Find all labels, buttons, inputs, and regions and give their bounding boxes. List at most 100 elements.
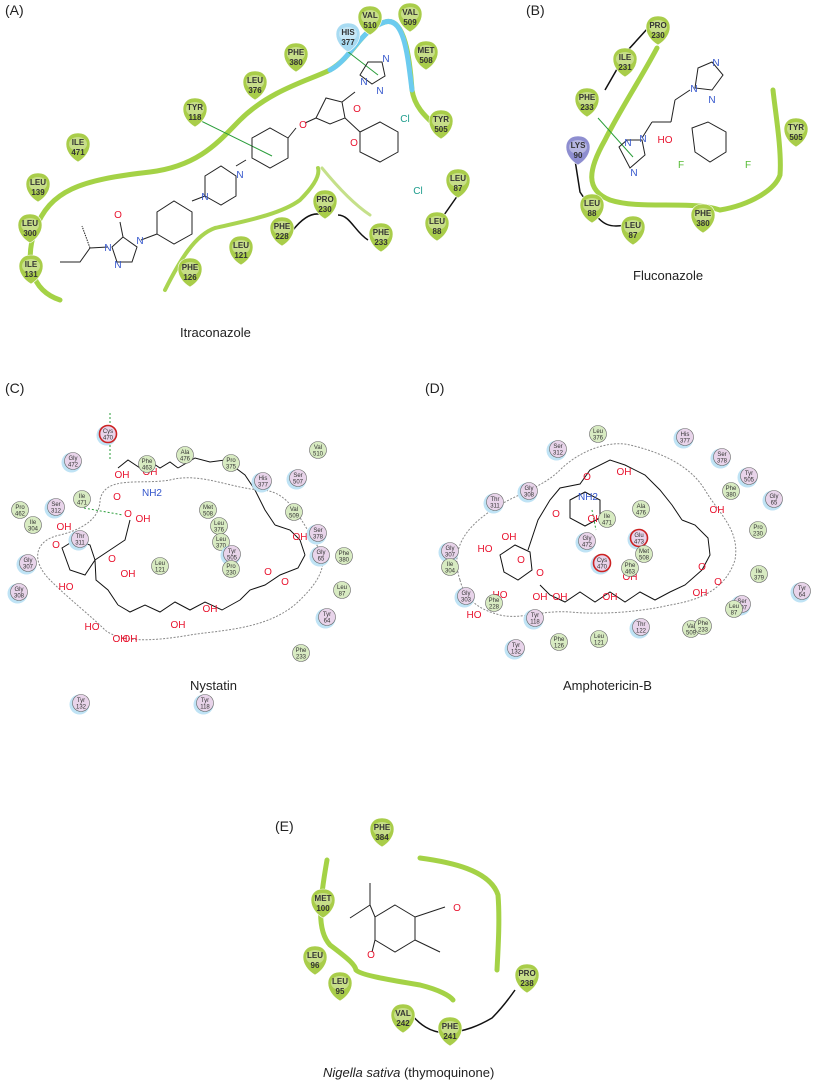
residue-number: 307 xyxy=(23,565,34,571)
atom-label: OH xyxy=(502,532,517,543)
residue-drop xyxy=(368,222,394,253)
residue-name: LEU xyxy=(450,174,466,183)
residue-disc xyxy=(457,587,475,605)
residue-disc xyxy=(309,441,327,459)
ligand-thymoquinone xyxy=(349,883,446,953)
residue-name: Tyr xyxy=(77,698,85,704)
residue-drop xyxy=(310,888,336,919)
residue-number: 233 xyxy=(296,655,307,661)
residue-name: Ile xyxy=(604,514,611,520)
residue-number: 126 xyxy=(554,644,565,650)
residue-number: 65 xyxy=(318,557,325,563)
residue-disc xyxy=(507,639,525,657)
atom-label: O xyxy=(353,104,361,115)
residue-name: Phe xyxy=(726,486,737,492)
residue-name: ILE xyxy=(619,53,632,62)
atom-label: OH xyxy=(693,588,708,599)
residue-disc xyxy=(24,516,42,534)
residue-name: Leu xyxy=(216,537,226,543)
residue-name: TYR xyxy=(187,103,203,112)
atom-label: O xyxy=(367,950,375,961)
residue-disc xyxy=(725,600,743,618)
residue-number: 376 xyxy=(214,528,225,534)
residue-disc xyxy=(254,472,272,490)
residue-name: Ile xyxy=(30,520,37,526)
atom-label: NH2 xyxy=(142,488,162,499)
residue-name: TYR xyxy=(433,115,449,124)
residue-name: Ser xyxy=(717,452,726,458)
residue-number: 473 xyxy=(634,540,645,546)
residue-disc xyxy=(176,446,194,464)
residue-disc xyxy=(578,532,596,550)
residue-drop xyxy=(445,168,471,199)
atom-label: O xyxy=(517,555,525,566)
atom-label: F xyxy=(745,160,751,171)
residue-name: LEU xyxy=(247,76,263,85)
residue-name: Gly xyxy=(446,546,455,552)
caption-compound: (thymoquinone) xyxy=(400,1065,495,1080)
atom-label: O xyxy=(124,509,132,520)
residue-number: 118 xyxy=(200,705,210,711)
residue-name: Ala xyxy=(637,504,646,510)
residue-number: 121 xyxy=(155,568,166,574)
residue-number: 121 xyxy=(594,641,605,647)
residue-name: Ile xyxy=(447,562,454,568)
residue-drop xyxy=(25,172,51,203)
residue-number: 241 xyxy=(443,1032,457,1041)
residue-number: 375 xyxy=(226,465,237,471)
residue-number: 505 xyxy=(744,478,755,484)
residue-disc xyxy=(694,617,712,635)
residue-number: 471 xyxy=(77,501,88,507)
residue-name: Thr xyxy=(491,497,500,503)
residue-drop xyxy=(783,117,809,148)
residue-name: Gly xyxy=(15,587,24,593)
residue-name: Glu xyxy=(634,533,643,539)
residue-number: 64 xyxy=(324,619,331,625)
caption-species: Nigella sativa xyxy=(323,1065,401,1080)
residue-number: 370 xyxy=(216,544,227,550)
residue-name: Gly xyxy=(462,591,471,597)
atom-label: HO xyxy=(478,544,493,555)
residue-number: 470 xyxy=(597,565,608,571)
residue-name: Leu xyxy=(155,561,165,567)
residue-name: Gly xyxy=(317,550,326,556)
atom-label: OH xyxy=(136,514,151,525)
residue-number: 380 xyxy=(289,58,303,67)
residue-drop xyxy=(428,109,454,140)
residue-name: Tyr xyxy=(512,643,520,649)
residue-number: 96 xyxy=(311,961,320,970)
residue-number: 65 xyxy=(771,501,778,507)
atom-label: NH2 xyxy=(578,492,598,503)
residue-number: 471 xyxy=(602,521,613,527)
residue-name: LEU xyxy=(233,241,249,250)
residue-disc xyxy=(318,608,336,626)
panel-a-label: (A) xyxy=(5,2,24,18)
panel-b-diagram: N N N N N N HO F F PRO230ILE231PHE233LYS… xyxy=(565,15,809,246)
residue-name: LEU xyxy=(332,977,348,986)
residue-name: Tyr xyxy=(798,586,806,592)
residue-group: PRO230ILE231PHE233LYS90LEU88LEU87PHE380T… xyxy=(565,15,809,246)
residue-name: Ile xyxy=(756,569,763,575)
hbond-line xyxy=(591,509,597,531)
residue-name: TYR xyxy=(788,123,804,132)
atom-label: O xyxy=(536,568,544,579)
